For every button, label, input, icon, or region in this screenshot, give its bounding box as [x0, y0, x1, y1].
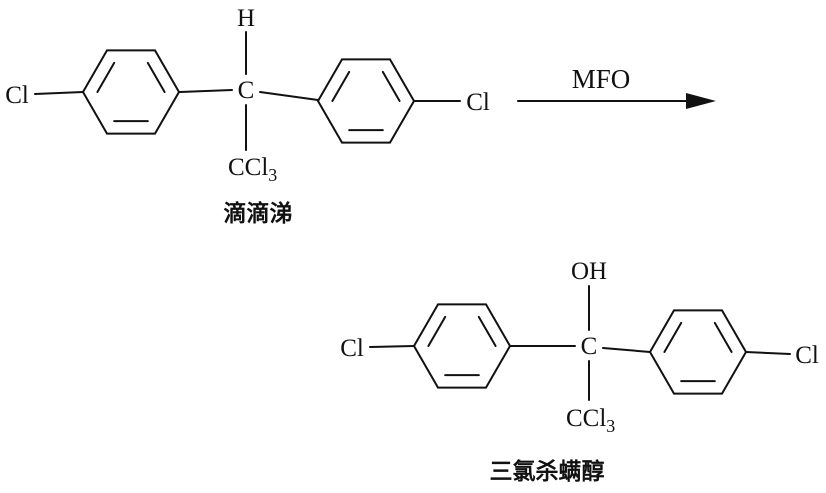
bond-c-to-right-ring: [259, 91, 319, 101]
reactant-right-cl-label: Cl: [466, 89, 490, 116]
reactant-name-label: 滴滴涕: [224, 200, 293, 227]
reactant-right-benzene-ring-icon: [317, 58, 415, 144]
arrow-head-icon: [686, 93, 716, 109]
reaction-arrow: MFO: [517, 64, 716, 109]
reactant-ccl3-label: CCl3: [228, 154, 277, 185]
product-ccl3-label: CCl3: [566, 405, 615, 436]
bond-left-cl-to-ring: [369, 345, 415, 348]
reactant-top-h-label: H: [237, 5, 255, 32]
product-structure: OH C Cl Cl CCl3 三氯杀螨醇: [340, 258, 819, 485]
bond-left-cl-to-ring: [34, 91, 84, 95]
product-central-carbon-label: C: [581, 333, 598, 360]
enzyme-label: MFO: [572, 64, 631, 94]
product-left-benzene-ring-icon: [413, 303, 511, 389]
reactant-central-carbon-label: C: [238, 77, 255, 104]
product-top-oh-label: OH: [571, 258, 607, 285]
reactant-left-benzene-ring-icon: [82, 49, 180, 135]
product-right-benzene-ring-icon: [649, 309, 747, 395]
product-name-label: 三氯杀螨醇: [490, 458, 605, 485]
bond-c-to-left-ring: [179, 89, 233, 93]
product-left-cl-label: Cl: [340, 335, 364, 362]
reactant-structure: H C Cl Cl CCl3 滴滴涕: [5, 5, 490, 227]
reactant-left-cl-label: Cl: [5, 82, 29, 109]
bond-right-ring-to-cl: [745, 351, 791, 355]
bond-c-to-right-ring: [602, 347, 651, 353]
product-right-cl-label: Cl: [795, 342, 819, 369]
